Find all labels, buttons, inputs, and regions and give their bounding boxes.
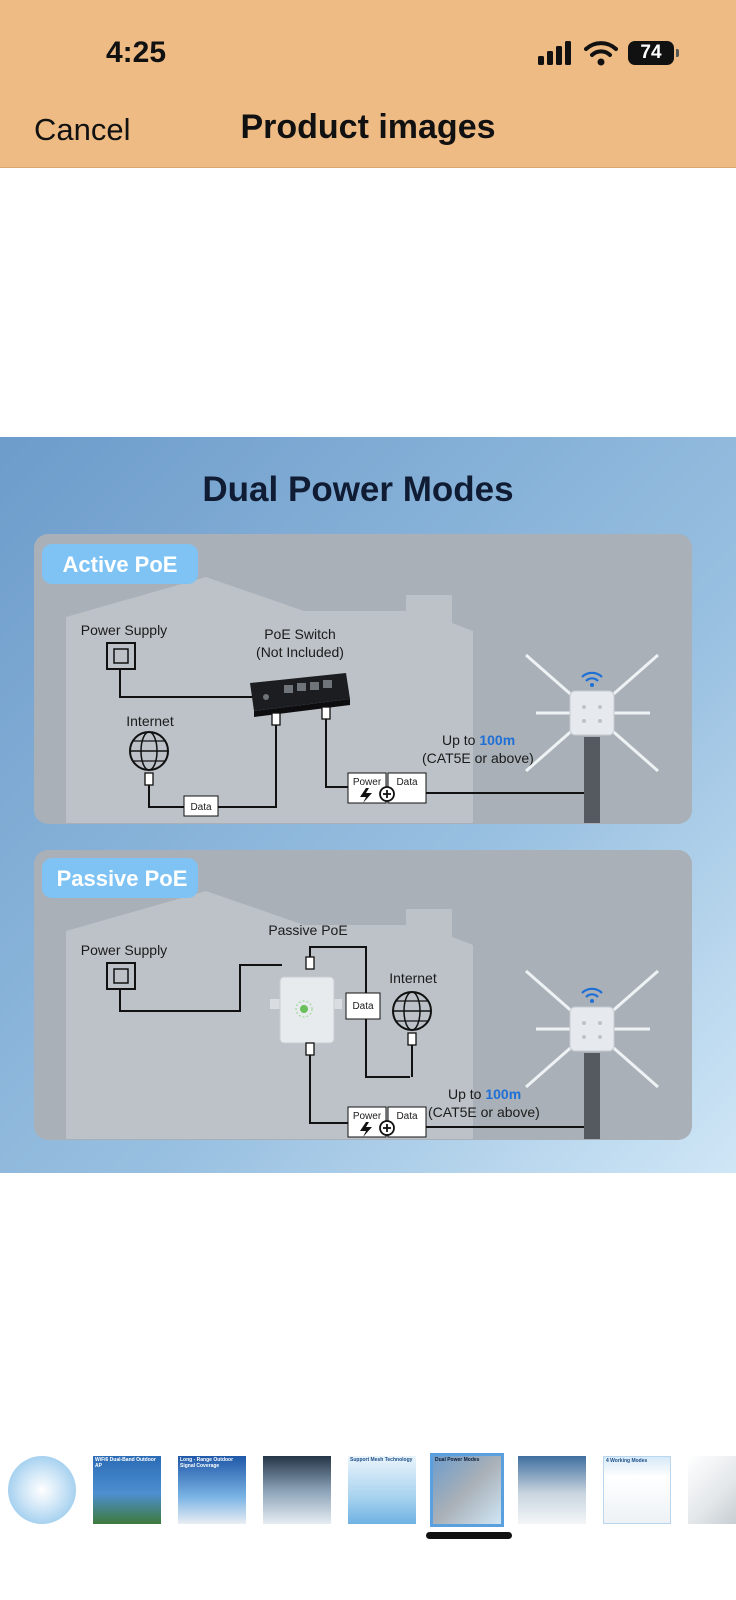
poe-switch-note: (Not Included): [256, 644, 344, 660]
svg-text:Up to 100m: Up to 100m: [448, 1086, 521, 1102]
thumbnail-9[interactable]: [688, 1456, 736, 1524]
cable-spec: (CAT5E or above): [428, 1104, 540, 1120]
thumbnail-1[interactable]: [8, 1456, 76, 1524]
passive-poe-badge: [42, 858, 198, 898]
active-poe-badge: [42, 544, 198, 584]
outdoor-access-point: [525, 969, 659, 1139]
passive-poe-injector-label: Passive PoE: [268, 922, 347, 938]
wifi-signal-icon: [581, 671, 603, 687]
outdoor-access-point: [525, 653, 659, 823]
passive-poe-panel: Passive PoE Power Supply Passive PoE Dat…: [34, 850, 692, 1140]
power-label: Power: [353, 1111, 382, 1122]
internet-label: Internet: [389, 970, 437, 986]
thumbnail-strip: WiFi6 Dual-Band Outdoor AP Long - Range …: [0, 1452, 736, 1532]
poe-injector-icon: [270, 976, 342, 1044]
active-poe-badge-label: Active PoE: [63, 552, 178, 577]
poe-switch-label: PoE Switch: [264, 626, 336, 642]
data-label: Data: [396, 777, 418, 788]
lightning-icon: [360, 788, 372, 803]
power-label: Power: [353, 777, 382, 788]
thumbnail-7[interactable]: [518, 1456, 586, 1524]
power-supply-label: Power Supply: [81, 942, 167, 958]
scroll-indicator: [426, 1532, 512, 1539]
power-supply-label: Power Supply: [81, 622, 167, 638]
product-image-dual-power-modes[interactable]: Dual Power Modes Active PoE Power Supply…: [0, 437, 736, 1173]
infographic-title: Dual Power Modes: [202, 470, 513, 509]
active-poe-panel: Active PoE Power Supply PoE Switch (Not …: [34, 534, 692, 824]
status-icons: 74: [538, 40, 679, 66]
thumbnail-3[interactable]: Long - Range Outdoor Signal Coverage: [178, 1456, 246, 1524]
thumbnail-2[interactable]: WiFi6 Dual-Band Outdoor AP: [93, 1456, 161, 1524]
globe-icon: [392, 991, 432, 1031]
distance-value: 100m: [479, 732, 515, 748]
up-to-label: Up to: [448, 1086, 485, 1102]
passive-poe-badge-label: Passive PoE: [57, 866, 188, 891]
distance-value: 100m: [485, 1086, 521, 1102]
thumbnail-8[interactable]: 4 Working Modes: [603, 1456, 671, 1524]
up-to-label: Up to: [442, 732, 479, 748]
status-time: 4:25: [106, 36, 167, 69]
svg-text:Up to 100m: Up to 100m: [442, 732, 515, 748]
cellular-signal-icon: [538, 41, 571, 65]
data-label: Data: [396, 1111, 418, 1122]
wifi-icon: [584, 41, 618, 66]
header: 4:25 74 Cancel Product images: [0, 0, 736, 168]
data-label: Data: [190, 802, 212, 813]
wifi-signal-icon: [581, 987, 603, 1003]
page-title: Product images: [240, 108, 496, 146]
lightning-icon: [360, 1122, 372, 1137]
thumbnail-6[interactable]: Dual Power Modes: [430, 1453, 504, 1527]
cancel-button[interactable]: Cancel: [34, 112, 131, 147]
thumbnail-5[interactable]: Support Mesh Technology: [348, 1456, 416, 1524]
thumbnail-4[interactable]: [263, 1456, 331, 1524]
globe-icon: [129, 731, 169, 771]
data-label: Data: [352, 1001, 374, 1012]
battery-icon: 74: [628, 41, 679, 65]
cable-spec: (CAT5E or above): [422, 750, 534, 766]
internet-label: Internet: [126, 713, 174, 729]
